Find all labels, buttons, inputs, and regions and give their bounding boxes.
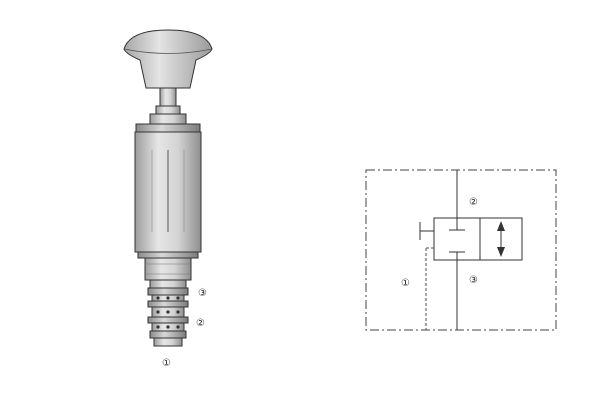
manual-actuator bbox=[419, 222, 434, 240]
schematic-port-label-1: ① bbox=[401, 278, 410, 289]
knob-stem bbox=[149, 87, 187, 125]
cartridge-stem bbox=[147, 279, 189, 347]
schematic-port-label-3: ③ bbox=[469, 275, 478, 286]
adjustment-knob bbox=[123, 29, 213, 89]
flow-arrow bbox=[497, 221, 505, 257]
port-label-1: ① bbox=[162, 358, 171, 369]
pilot-line bbox=[425, 247, 434, 330]
port-label-2: ② bbox=[196, 318, 205, 329]
valve-position-right bbox=[479, 217, 523, 261]
cartridge-valve-illustration: ③ ② ① bbox=[123, 29, 213, 369]
hydraulic-schematic: ② ③ ① bbox=[365, 169, 557, 331]
schematic-envelope bbox=[365, 169, 557, 331]
valve-hex bbox=[144, 257, 192, 281]
schematic-port-label-2: ② bbox=[469, 197, 478, 208]
valve-body bbox=[134, 123, 202, 259]
port-label-3: ③ bbox=[198, 288, 207, 299]
